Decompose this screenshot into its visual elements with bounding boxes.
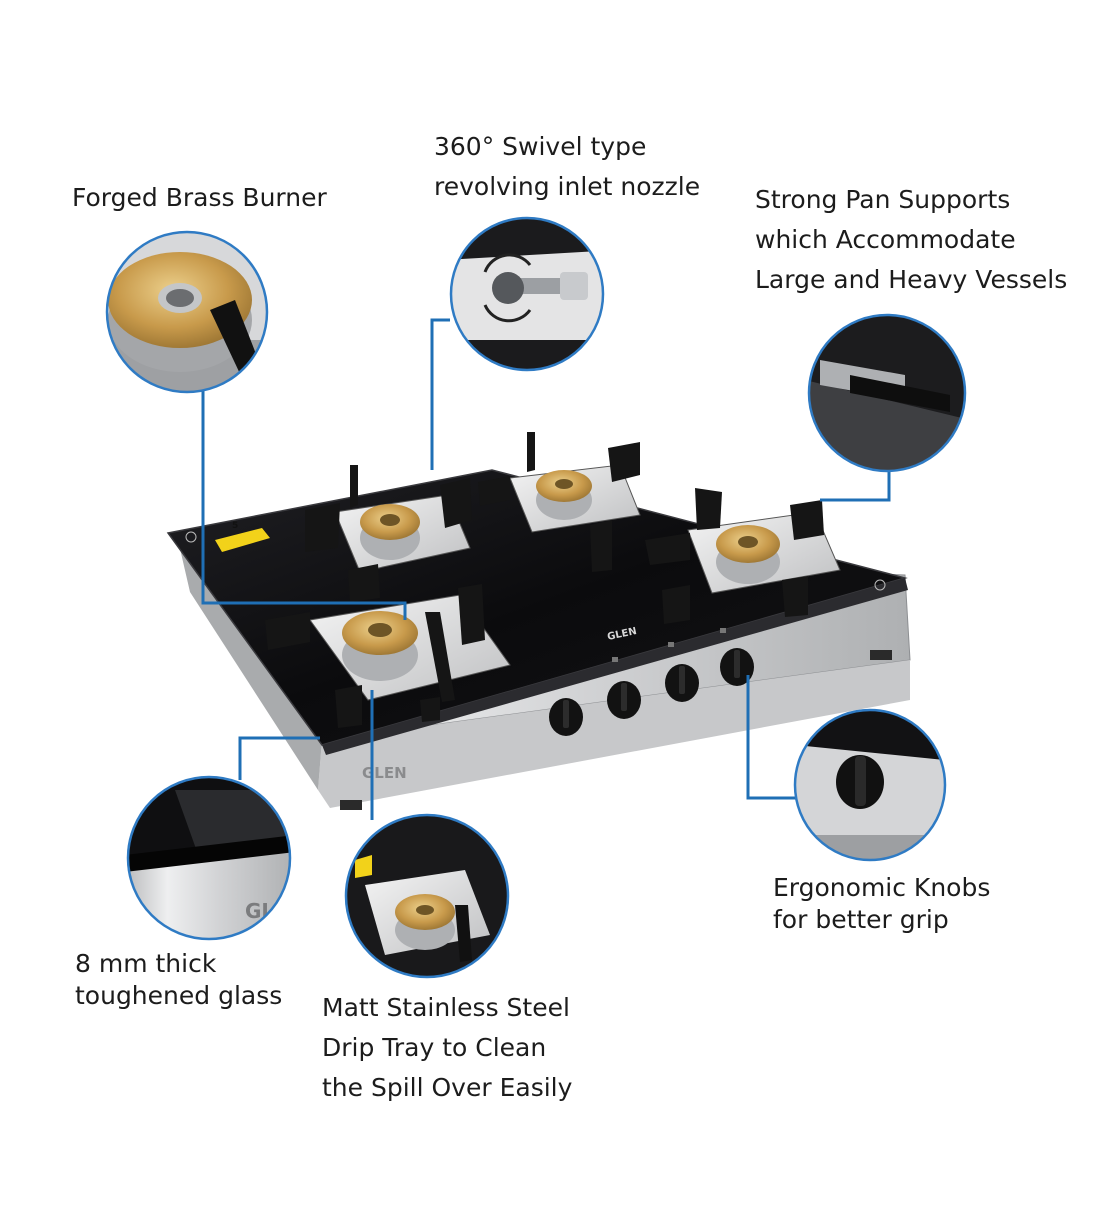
leader-toughened-glass — [238, 736, 320, 780]
zoom-circle-ergonomic-knobs — [793, 708, 947, 862]
burner-back-right — [478, 432, 641, 572]
callout-line: which Accommodate — [755, 225, 1016, 254]
burner-front-right — [645, 488, 841, 624]
callout-swivel-nozzle: 360° Swivel type revolving inlet nozzle — [434, 127, 700, 207]
star-badge: 5 — [232, 521, 238, 531]
zoom-circle-pan-supports — [807, 313, 967, 473]
callout-drip-tray: Matt Stainless Steel Drip Tray to Clean … — [322, 988, 572, 1108]
callout-ergonomic-knobs: Ergonomic Knobs for better grip — [773, 872, 990, 936]
leader-brass-burner — [201, 385, 407, 620]
callout-line: Large and Heavy Vessels — [755, 265, 1068, 294]
callout-line: revolving inlet nozzle — [434, 172, 701, 201]
leader-ergonomic-knobs — [746, 675, 797, 800]
callout-line: Strong Pan Supports — [755, 185, 1011, 214]
leader-swivel-nozzle — [430, 318, 450, 470]
callout-brass-burner: Forged Brass Burner — [72, 178, 327, 218]
zoom-circle-swivel-nozzle — [449, 216, 605, 372]
body-logo: GLEN — [362, 764, 407, 782]
callout-line: Forged Brass Burner — [72, 183, 327, 212]
knob-3 — [665, 664, 699, 702]
knob-2 — [607, 681, 641, 719]
callout-line: for better grip — [773, 905, 949, 934]
callout-pan-supports: Strong Pan Supports which Accommodate La… — [755, 180, 1067, 300]
callout-line: Drip Tray to Clean — [322, 1033, 547, 1062]
callout-line: toughened glass — [75, 981, 283, 1010]
callout-line: 8 mm thick — [75, 949, 217, 978]
knob-1 — [549, 698, 583, 736]
burner-front-left — [265, 584, 511, 728]
zoom-circle-toughened-glass: GL — [126, 775, 292, 941]
callout-line: Ergonomic Knobs — [773, 873, 991, 902]
callout-toughened-glass: 8 mm thick toughened glass — [75, 948, 282, 1012]
warning-sticker-icon: 5 — [215, 521, 270, 552]
leader-lines — [201, 318, 891, 820]
knobs — [549, 648, 754, 736]
callout-line: Matt Stainless Steel — [322, 993, 570, 1022]
callout-line: 360° Swivel type — [434, 132, 647, 161]
callout-line: the Spill Over Easily — [322, 1073, 573, 1102]
burner-back-left — [305, 465, 472, 602]
leader-pan-supports — [820, 470, 891, 502]
knob-4 — [720, 648, 754, 686]
zoom-circle-brass-burner — [105, 230, 269, 394]
rotate-arrows-icon — [483, 253, 532, 323]
zoom-circle-drip-tray — [344, 813, 510, 979]
